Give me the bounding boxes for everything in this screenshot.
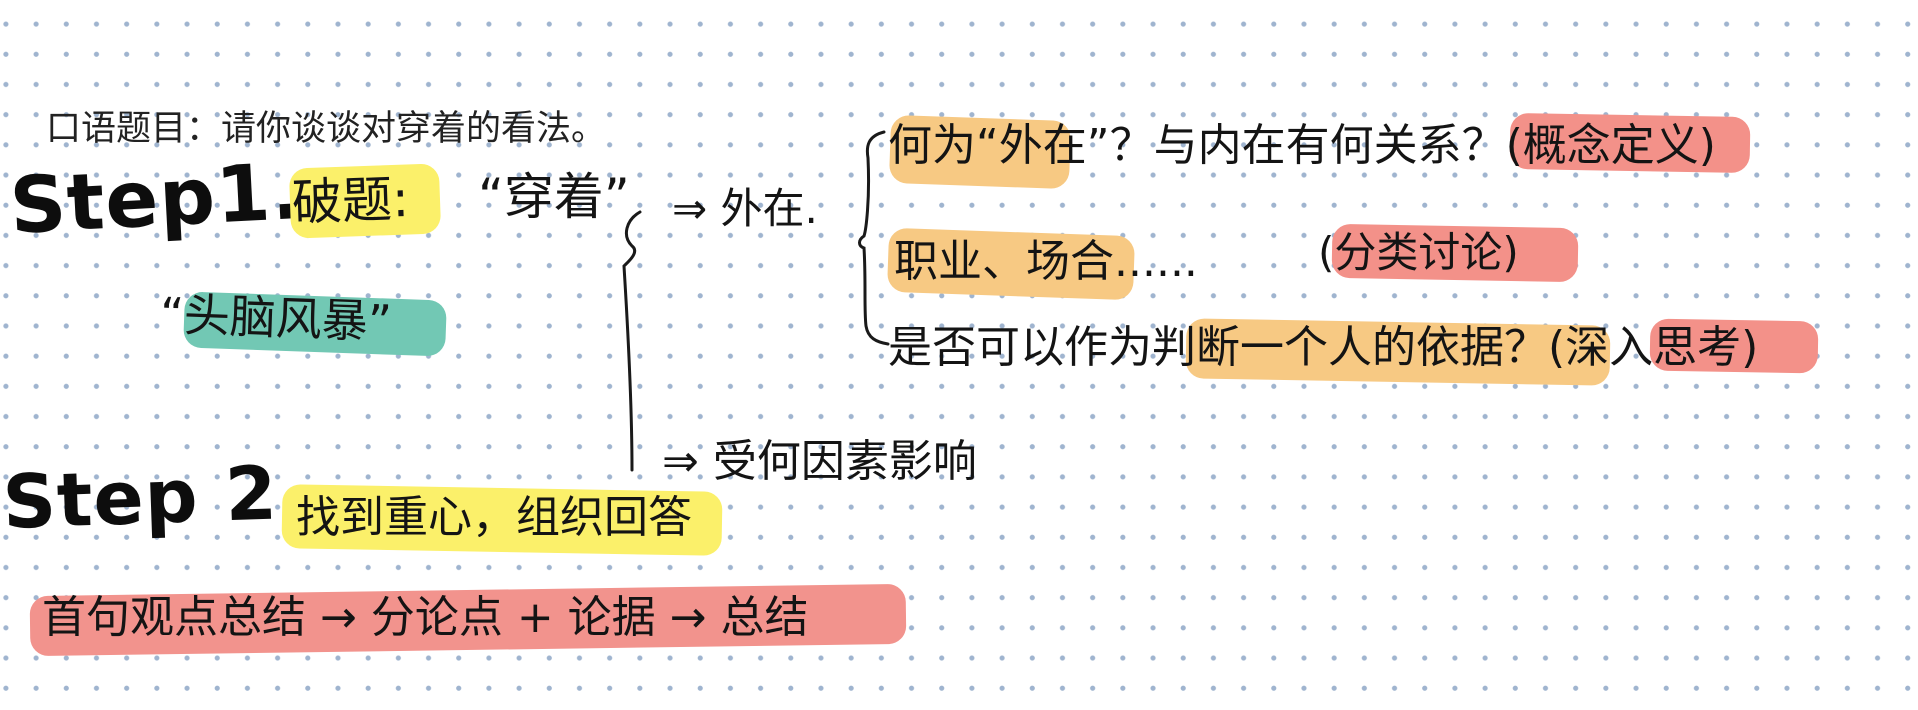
branch3-tag: 深入思考 <box>1565 322 1742 373</box>
branch3-tail: ？( <box>1504 322 1566 373</box>
brainstorm-label: “头脑风暴” <box>159 286 393 350</box>
brace-branches <box>858 130 890 346</box>
branch2-tag: (分类讨论) <box>1318 228 1519 277</box>
brace-main <box>622 210 642 472</box>
question-prompt: 口语题目：请你谈谈对穿着的看法。 <box>46 109 607 149</box>
step2-label: Step 2. <box>1 449 309 546</box>
structure-text: 首句观点总结 → 分论点 + 论据 → 总结 <box>42 592 809 643</box>
branch3-lead: 是否可以作为 <box>888 322 1152 373</box>
branch1-close: ) <box>1698 120 1716 171</box>
branch1-tag: 概念定义 <box>1522 120 1699 171</box>
step1-label: Step1. <box>7 146 305 252</box>
branch3-close: ) <box>1741 322 1759 373</box>
keyword-clothing: “穿着” <box>478 168 630 226</box>
branch3-text: 是否可以作为判断一个人的依据？(深入思考) <box>888 326 1758 370</box>
branch2-text: 职业、场合...... <box>894 236 1198 287</box>
branch3-emphasis: 判断一个人的依据 <box>1152 322 1504 373</box>
focus-text: 找到重心，组织回答 <box>296 492 692 543</box>
breaking-label: 破题: <box>291 169 410 233</box>
branch1-text: 何为“外在”？与内在有何关系？(概念定义) <box>888 124 1716 168</box>
arrow-outer: ⇒ 外在. <box>672 184 818 233</box>
branch1-question: 何为“外在”？与内在有何关系？( <box>888 120 1523 171</box>
factors-text: ⇒ 受何因素影响 <box>662 436 977 487</box>
